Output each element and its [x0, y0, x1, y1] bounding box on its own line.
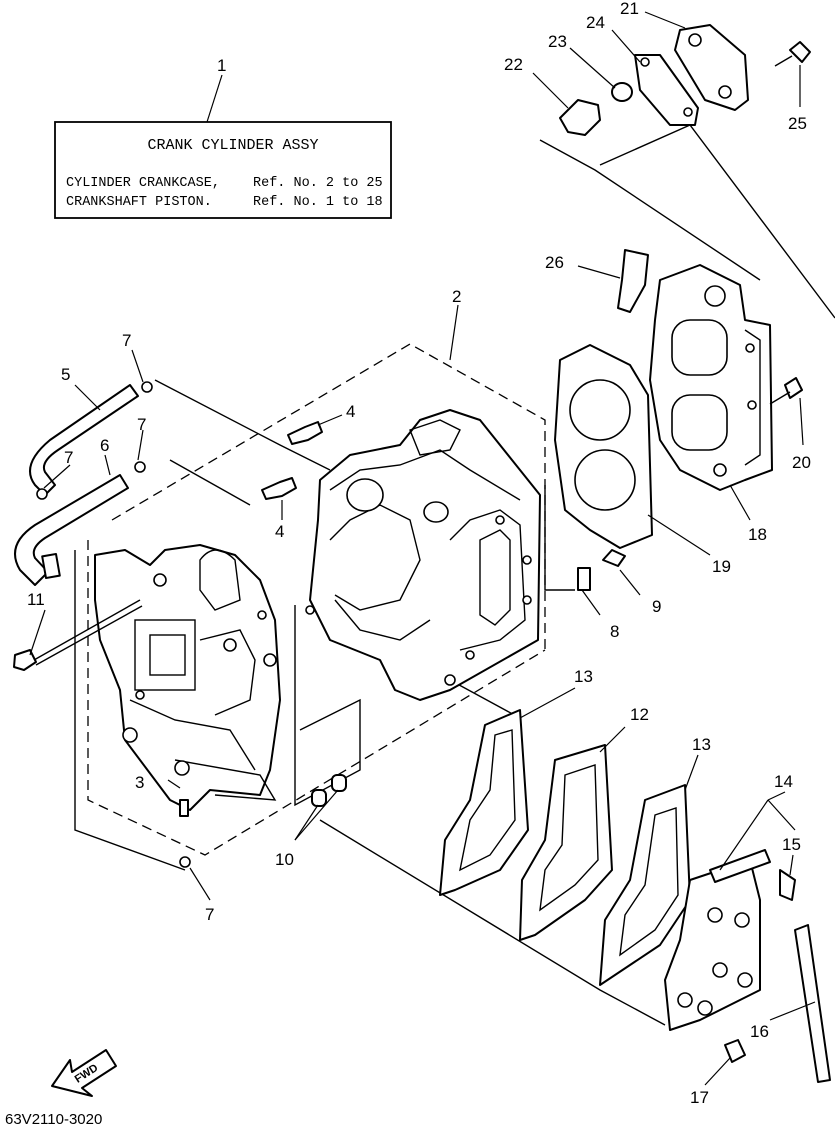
hoses [14, 384, 139, 586]
callout-17: 17 [690, 1088, 709, 1107]
callout-26: 26 [545, 253, 564, 272]
callout-20: 20 [792, 453, 811, 472]
callout-13-upper: 13 [574, 667, 593, 686]
title-box: CRANK CYLINDER ASSY CYLINDER CRANKCASE, … [54, 74, 392, 219]
callout-9: 9 [652, 597, 661, 616]
callout-14: 14 [774, 772, 793, 791]
callout-12: 12 [630, 705, 649, 724]
callout-16: 16 [750, 1022, 769, 1041]
callout-25: 25 [788, 114, 807, 133]
fwd-arrow: FWD [51, 1049, 117, 1097]
title-box-line2-right: Ref. No. 1 to 18 [253, 195, 383, 210]
leader-lines [29, 11, 816, 1086]
callout-24: 24 [586, 13, 605, 32]
callout-2: 2 [452, 287, 461, 306]
title-box-line1-right: Ref. No. 2 to 25 [253, 176, 383, 191]
water-cover-group [664, 849, 831, 1083]
callout-15: 15 [782, 835, 801, 854]
callout-7-b: 7 [137, 415, 146, 434]
crankcase-half [94, 544, 281, 811]
gaskets [439, 344, 691, 986]
callout-6: 6 [100, 436, 109, 455]
callout-10: 10 [275, 850, 294, 869]
head-fasteners [617, 249, 803, 405]
title-box-title: CRANK CYLINDER ASSY [147, 137, 318, 154]
callout-19: 19 [712, 557, 731, 576]
callout-5: 5 [61, 365, 70, 384]
drawing-code: 63V2110-3020 [5, 1111, 102, 1128]
callout-7-a: 7 [122, 331, 131, 350]
callout-11: 11 [27, 590, 45, 609]
crankcase-cylinder-block [305, 409, 541, 701]
callout-22: 22 [504, 55, 523, 74]
callout-8: 8 [610, 622, 619, 641]
callout-18: 18 [748, 525, 767, 544]
callout-23: 23 [548, 32, 567, 51]
callout-numbers: 1 2 3 4 4 5 6 7 7 7 7 8 9 10 11 12 13 13… [27, 0, 811, 1107]
callout-4-upper: 4 [346, 402, 355, 421]
assembly-outlines [74, 124, 835, 1026]
callout-3: 3 [135, 773, 144, 792]
callout-7-c: 7 [64, 448, 73, 467]
small-fittings [13, 381, 626, 868]
title-box-line2-left: CRANKSHAFT PISTON. [66, 195, 212, 210]
callout-1: 1 [217, 56, 226, 75]
callout-13-lower: 13 [692, 735, 711, 754]
callout-7-d: 7 [205, 905, 214, 924]
callout-4-lower: 4 [275, 522, 284, 541]
title-box-line1-left: CYLINDER CRANKCASE, [66, 176, 220, 191]
callout-21: 21 [620, 0, 639, 18]
cylinder-head [649, 264, 773, 491]
thermostat-group [559, 24, 811, 136]
